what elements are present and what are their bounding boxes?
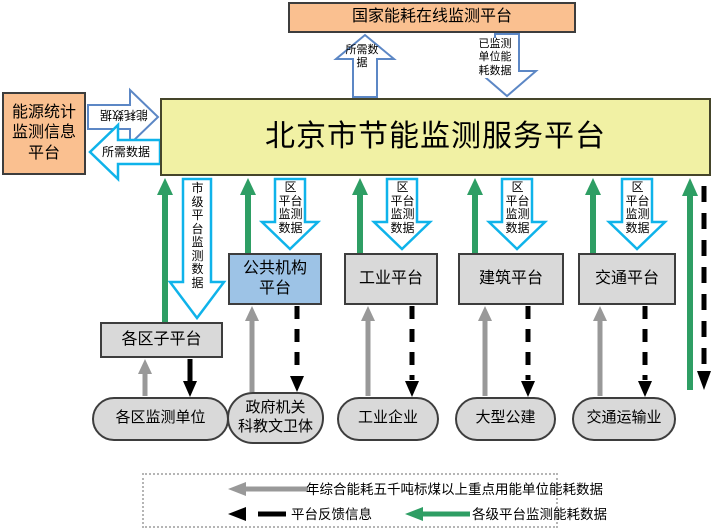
gray-up-arrow-district-units	[138, 359, 152, 396]
green-up-arrow-public	[240, 178, 256, 253]
black-down-arrow-district-units	[183, 359, 197, 397]
black-dashed-down-arrow-building	[521, 306, 535, 397]
district-platform-data-label-1: 区 平台 监测 数据	[278, 180, 303, 235]
legend-feedback-label: 平台反馈信息	[291, 507, 372, 522]
district-platform-data-label-4: 区 平台 监测 数据	[625, 180, 650, 235]
needed-data-up-label: 所需数 据	[345, 44, 379, 70]
building-platform-box: 建筑平台	[458, 253, 564, 305]
city-data-down-arrow	[167, 177, 227, 321]
green-up-arrow-transport	[585, 178, 601, 253]
gray-up-arrow-building	[478, 306, 492, 396]
gray-up-arrow-transport	[593, 306, 607, 396]
energy-data-right-arrow	[87, 87, 160, 147]
green-up-arrow-industry	[352, 178, 368, 253]
district-data-down-arrow-1	[258, 177, 322, 251]
public-institution-platform-box: 公共机构 平台	[228, 253, 322, 305]
black-dashed-down-arrow-right	[697, 186, 711, 390]
district-data-down-arrow-3	[485, 177, 549, 251]
energy-statistics-box: 能源统计 监测信息 平台	[2, 92, 86, 175]
needed-data-up-arrow	[333, 33, 397, 98]
legend-platform-data-label: 各级平台监测能耗数据	[472, 507, 607, 522]
gray-up-arrow-industry	[361, 306, 375, 396]
legend-box	[142, 473, 558, 528]
needed-data-left-arrow	[88, 122, 162, 182]
legend-gray-arrow	[228, 482, 308, 496]
industry-enterprises-capsule: 工业企业	[337, 397, 439, 441]
national-platform-box: 国家能耗在线监测平台	[288, 2, 576, 33]
legend-black-dashed-arrow	[228, 507, 286, 521]
black-dashed-down-arrow-government	[290, 306, 304, 392]
public-buildings-capsule: 大型公建	[455, 397, 556, 441]
green-up-arrow-right	[682, 178, 698, 390]
district-units-capsule: 各区监测单位	[92, 397, 229, 441]
legend-key-units-label: 年综合能耗五千吨标煤以上重点用能单位能耗数据	[306, 482, 603, 497]
district-subplatform-box: 各区子平台	[100, 322, 223, 358]
district-platform-data-label-2: 区 平台 监测 数据	[390, 180, 415, 235]
legend-green-arrow	[405, 507, 470, 521]
monitored-data-down-label: 已监测 单位能 耗数据	[472, 38, 518, 79]
black-dashed-down-arrow-industry	[405, 306, 419, 397]
green-up-arrow-building	[467, 178, 483, 253]
government-units-capsule: 政府机关 科教文卫体	[227, 392, 324, 444]
industry-platform-box: 工业平台	[344, 253, 438, 305]
district-platform-data-label-3: 区 平台 监测 数据	[505, 180, 530, 235]
transport-platform-box: 交通平台	[578, 253, 676, 305]
gray-up-arrow-government	[245, 306, 259, 392]
transport-industry-capsule: 交通运输业	[572, 397, 676, 441]
district-data-down-arrow-4	[605, 177, 669, 251]
city-platform-data-label: 市 级 平 台 监 测 数 据	[191, 181, 204, 290]
energy-data-right-label: 能耗数据	[100, 108, 149, 122]
district-data-down-arrow-2	[370, 177, 434, 251]
green-up-arrow-district	[157, 178, 173, 322]
black-dashed-down-arrow-transport	[638, 306, 652, 397]
beijing-platform-box: 北京市节能监测服务平台	[160, 98, 711, 176]
needed-data-left-label: 所需数据	[101, 145, 150, 159]
